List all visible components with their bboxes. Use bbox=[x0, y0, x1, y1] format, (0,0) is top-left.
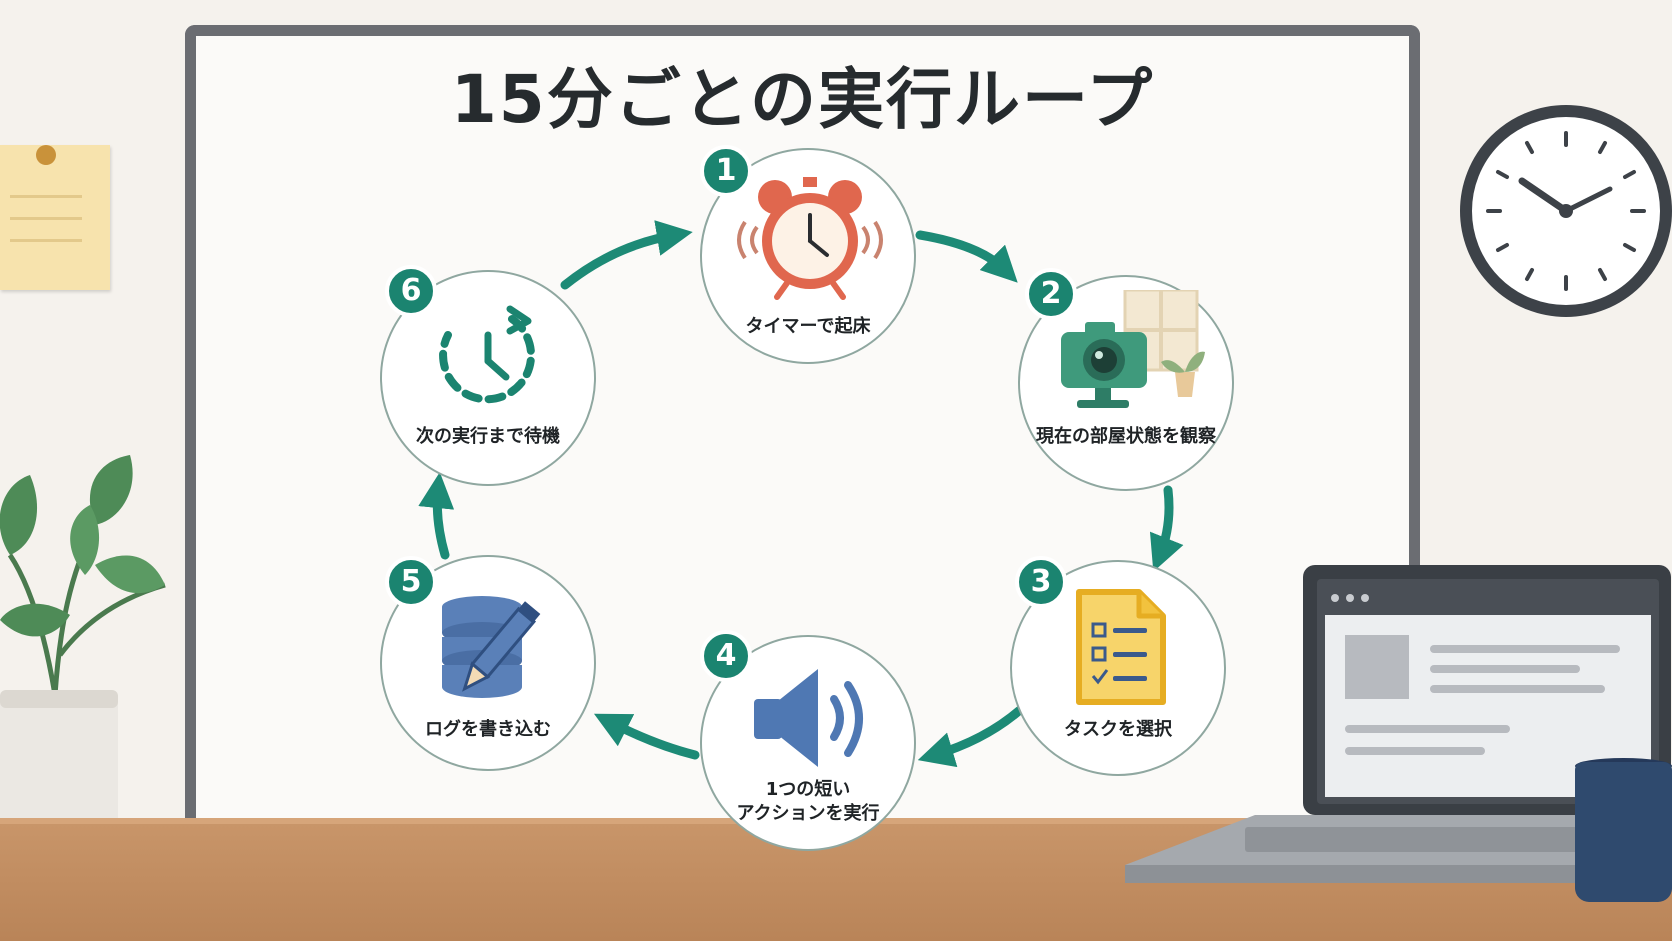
step-4-label-line2: アクションを実行 bbox=[736, 803, 880, 824]
step-3-badge: 3 bbox=[1015, 556, 1067, 608]
arrow-2-to-3 bbox=[1149, 485, 1184, 572]
arrow-4-to-5 bbox=[593, 713, 700, 760]
step-2-badge: 2 bbox=[1025, 268, 1077, 320]
arrow-6-to-1 bbox=[560, 220, 693, 290]
step-5-badge: 5 bbox=[385, 556, 437, 608]
step-1-badge: 1 bbox=[700, 145, 752, 197]
pin-icon bbox=[36, 145, 56, 165]
diagram-title: 15分ごとの実行ループ bbox=[450, 61, 1155, 138]
note-line bbox=[10, 195, 82, 198]
alarm-clock-icon bbox=[737, 177, 883, 300]
potted-plant-icon bbox=[0, 455, 166, 850]
step-4-label-line1: 1つの短い bbox=[765, 779, 851, 800]
arrow-3-to-4 bbox=[917, 705, 1025, 768]
sticky-note bbox=[0, 145, 110, 290]
step-1-label: タイマーで起床 bbox=[745, 316, 871, 337]
wall-clock-icon bbox=[1460, 105, 1672, 317]
note-line bbox=[10, 217, 82, 220]
arrow-1-to-2 bbox=[915, 230, 1018, 283]
mug-icon bbox=[1575, 762, 1672, 902]
camera-window-icon bbox=[1061, 290, 1205, 408]
arrow-5-to-6 bbox=[418, 472, 455, 560]
step-5-label: ログを書き込む bbox=[425, 719, 551, 740]
note-line bbox=[10, 239, 82, 242]
step-3-label: タスクを選択 bbox=[1064, 719, 1172, 740]
step-4-badge: 4 bbox=[700, 630, 752, 682]
step-6-label: 次の実行まで待機 bbox=[416, 426, 560, 447]
speaker-icon bbox=[754, 669, 863, 767]
step-6-badge: 6 bbox=[385, 265, 437, 317]
step-2-label: 現在の部屋状態を観察 bbox=[1036, 426, 1216, 447]
timer-refresh-icon bbox=[439, 305, 536, 404]
checklist-document-icon bbox=[1076, 589, 1166, 705]
database-pencil-icon bbox=[442, 596, 541, 698]
